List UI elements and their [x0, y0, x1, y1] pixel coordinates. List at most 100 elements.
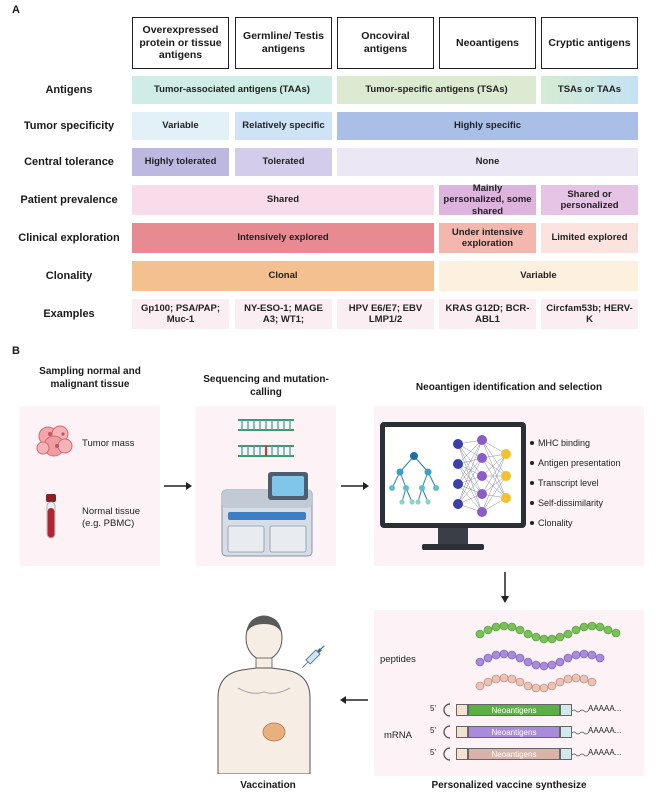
cell-relatively-specific-text: Relatively specific [242, 120, 325, 132]
cell-highly-specific-text: Highly specific [453, 120, 522, 132]
cell-mainly-personalized: Mainly personalized, some shared [439, 182, 536, 217]
cell-highly-specific: Highly specific [337, 112, 638, 140]
neoantigen-block-text: Neoantigens [491, 727, 537, 737]
cell-under-intensive-exploration-text: Under intensive exploration [451, 226, 524, 249]
sampling-title: Sampling normal and malignant tissue [39, 366, 141, 390]
polya-tail-icon [572, 731, 588, 735]
criteria-text: MHC binding [538, 438, 591, 448]
cell-clonal: Clonal [132, 261, 434, 291]
criteria-item: Clonality [530, 516, 642, 530]
peptides-label: peptides [380, 654, 416, 665]
five-prime-label: 5' [430, 748, 436, 757]
row-label-clonality: Clonality [45, 270, 93, 282]
mrna-construct-1: 5' Neoantigens AAAAA... [430, 702, 640, 718]
human-figure-icon [217, 615, 311, 774]
selection-box: MHC binding Antigen presentation Transcr… [374, 406, 644, 566]
utr-3-block [560, 726, 572, 738]
panel-b-letter: B [12, 345, 20, 357]
cell-shared-or-personalized: Shared or personalized [541, 185, 638, 215]
sequencing-box [196, 406, 336, 566]
utr-5-block [456, 704, 468, 716]
criteria-item: Antigen presentation [530, 456, 642, 470]
cell-taa: Tumor-associated antigens (TAAs) [132, 76, 332, 104]
cell-tsa-or-taa: TSAs or TAAs [541, 76, 638, 104]
cell-shared-text: Shared [266, 194, 300, 206]
cell-intensively-explored-text: Intensively explored [237, 232, 329, 244]
cell-intensively-explored: Intensively explored [132, 223, 434, 253]
cell-example-germline-text: NY-ESO-1; MAGE A3; WT1; [244, 302, 323, 325]
sequencer-machine-icon [221, 472, 313, 557]
dna-strand-icon [238, 419, 294, 457]
mrna-label: mRNA [384, 730, 412, 741]
cell-taa-text: Tumor-associated antigens (TAAs) [154, 84, 310, 96]
row-label-central-tolerance: Central tolerance [24, 156, 114, 168]
cell-example-cryptic-text: Circfam53b; HERV-K [546, 302, 633, 325]
criteria-text: Self-dissimilarity [538, 498, 604, 508]
cell-example-oncoviral-text: HPV E6/E7; EBV LMP1/2 [348, 302, 423, 325]
cell-example-overexpressed: Gp100; PSA/PAP; Muc-1 [132, 299, 229, 329]
column-header-cryptic: Cryptic antigens [541, 17, 638, 69]
bullet-icon [530, 481, 534, 485]
cap-icon [443, 747, 451, 761]
synthesis-box: peptides mRNA 5' Neoantigens AAAAA... 5'… [374, 610, 644, 776]
cell-tolerance-none: None [337, 148, 638, 176]
cell-limited-explored: Limited explored [541, 223, 638, 253]
column-header-neoantigens: Neoantigens [439, 17, 536, 69]
criteria-text: Antigen presentation [538, 458, 621, 468]
mrna-construct-3: 5' Neoantigens AAAAA... [430, 746, 640, 762]
cell-mainly-personalized-text: Mainly personalized, some shared [443, 182, 532, 217]
cell-tolerated: Tolerated [235, 148, 332, 176]
five-prime-label: 5' [430, 704, 436, 713]
arrow-left-icon [340, 696, 368, 704]
sequencing-title: Sequencing and mutation-calling [203, 374, 329, 398]
sampling-box: Tumor mass Normal tissue (e.g. PBMC) [20, 406, 160, 566]
utr-3-block [560, 748, 572, 760]
tumor-mass-label: Tumor mass [82, 438, 135, 449]
column-header-overexpressed: Overexpressed protein or tissue antigens [132, 17, 229, 69]
bullet-icon [530, 521, 534, 525]
criteria-item: MHC binding [530, 436, 642, 450]
computer-monitor-icon [380, 422, 526, 550]
cell-variable-specificity-text: Variable [162, 120, 199, 132]
peptide-chains-icon [475, 621, 621, 693]
neoantigen-block-text: Neoantigens [491, 749, 537, 759]
column-header-oncoviral: Oncoviral antigens [337, 17, 434, 69]
cell-example-overexpressed-text: Gp100; PSA/PAP; Muc-1 [140, 302, 220, 325]
criteria-list: MHC binding Antigen presentation Transcr… [530, 436, 642, 530]
cell-limited-explored-text: Limited explored [551, 232, 628, 244]
cell-shared: Shared [132, 185, 434, 215]
cell-example-neoantigens-text: KRAS G12D; BCR-ABL1 [445, 302, 530, 325]
tumor-mass-icon [36, 425, 73, 457]
arrow-down-icon [501, 572, 509, 603]
criteria-item: Self-dissimilarity [530, 496, 642, 510]
row-label-examples: Examples [43, 308, 95, 320]
mrna-construct-2: 5' Neoantigens AAAAA... [430, 724, 640, 740]
five-prime-label: 5' [430, 726, 436, 735]
cell-highly-tolerated: Highly tolerated [132, 148, 229, 176]
bullet-icon [530, 461, 534, 465]
bullet-icon [530, 441, 534, 445]
cap-icon [443, 703, 451, 717]
cell-tsa-or-taa-text: TSAs or TAAs [557, 84, 622, 96]
criteria-text: Clonality [538, 518, 573, 528]
cell-example-cryptic: Circfam53b; HERV-K [541, 299, 638, 329]
cell-highly-tolerated-text: Highly tolerated [144, 156, 217, 168]
cell-relatively-specific: Relatively specific [235, 112, 332, 140]
cell-example-oncoviral: HPV E6/E7; EBV LMP1/2 [337, 299, 434, 329]
cell-tolerated-text: Tolerated [262, 156, 305, 168]
cell-variable-clonality: Variable [439, 261, 638, 291]
cell-tolerance-none-text: None [475, 156, 500, 168]
polya-label: AAAAA... [588, 748, 622, 757]
neoantigen-block: Neoantigens [468, 704, 560, 716]
vaccination-title: Vaccination [240, 780, 296, 791]
cell-example-neoantigens: KRAS G12D; BCR-ABL1 [439, 299, 536, 329]
cell-variable-specificity: Variable [132, 112, 229, 140]
row-label-clinical-exploration: Clinical exploration [18, 232, 120, 244]
bullet-icon [530, 501, 534, 505]
cap-icon [443, 725, 451, 739]
polya-label: AAAAA... [588, 704, 622, 713]
polya-label: AAAAA... [588, 726, 622, 735]
cell-shared-or-personalized-text: Shared or personalized [560, 188, 619, 211]
arrow-right-icon [341, 482, 369, 490]
cell-under-intensive-exploration: Under intensive exploration [439, 223, 536, 253]
